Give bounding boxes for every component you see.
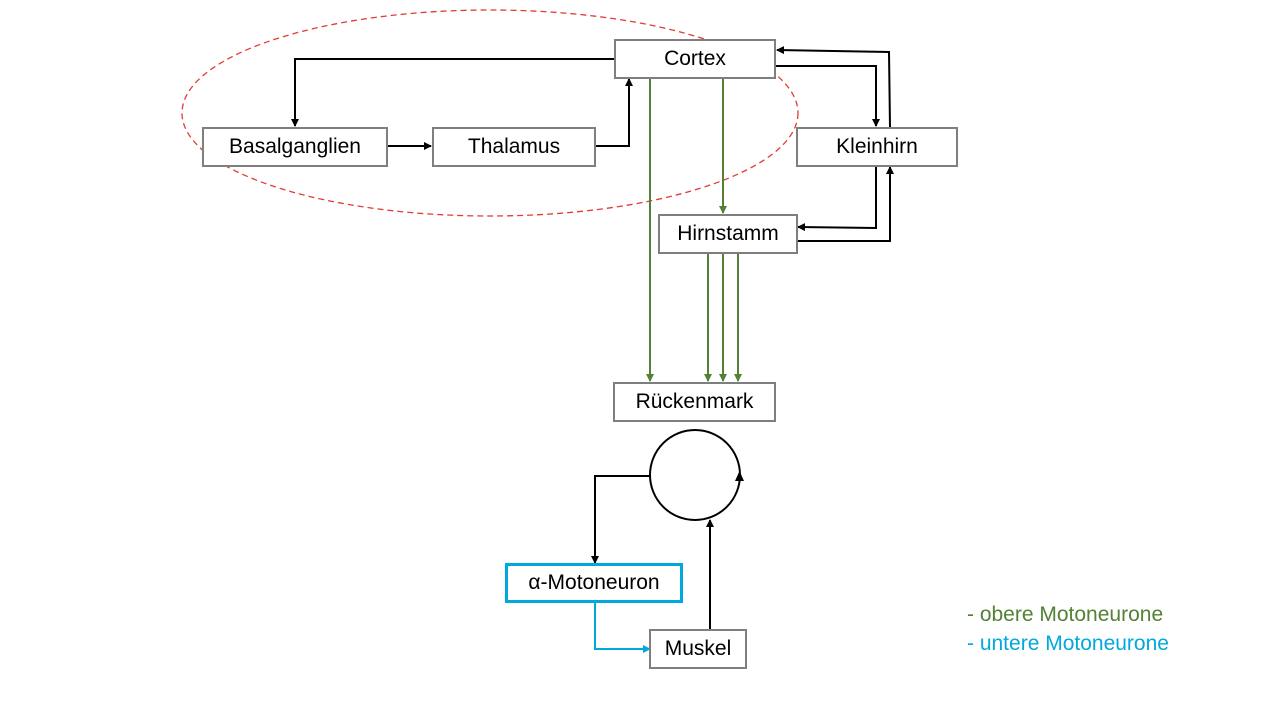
node-kleinhirn: Kleinhirn [796,127,958,167]
node-label: Rückenmark [635,390,754,413]
node-cortex: Cortex [614,39,776,79]
node-label: Muskel [664,637,732,660]
node-label: α-Motoneuron [528,571,660,594]
node-thalamus: Thalamus [432,127,596,167]
node-label: Hirnstamm [677,222,779,245]
node-rueckenmark: Rückenmark [613,382,776,422]
arrow-thalamus-to-cortex [596,78,633,147]
arrow-kleinhirn-to-cortex [776,46,891,128]
node-label: Kleinhirn [836,135,918,158]
node-label: Thalamus [467,135,561,158]
highlight-ellipse [181,9,799,217]
legend-obere-motoneurone: - obere Motoneurone [967,603,1164,626]
blue-arrow-motoneuron-to-muskel [594,603,651,653]
arrow-kleinhirn-to-hirnstamm [797,167,877,232]
node-hirnstamm: Hirnstamm [658,214,798,254]
arrow-circle-to-motoneuron [591,475,650,564]
node-alpha-motoneuron: α-Motoneuron [505,563,683,603]
node-label: Basalganglien [229,135,361,158]
arrow-cortex-to-basalganglien [291,58,614,127]
legend-untere-motoneurone: - untere Motoneurone [967,632,1169,655]
node-label: Cortex [664,47,726,70]
arrow-hirnstamm-to-kleinhirn [798,166,894,242]
arrow-cortex-to-kleinhirn [776,65,880,127]
node-muskel: Muskel [649,629,747,669]
node-basalganglien: Basalganglien [202,127,388,167]
reflex-circle [649,429,741,521]
circle-arrowhead [735,471,744,481]
